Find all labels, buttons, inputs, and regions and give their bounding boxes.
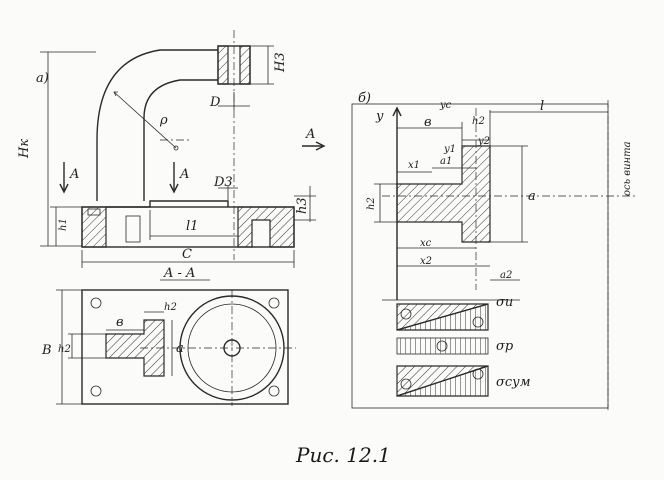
- label-a2: a2: [500, 270, 512, 281]
- label-y1: y1: [443, 144, 456, 155]
- label-b-b: в: [424, 115, 432, 130]
- label-yc: yc: [439, 100, 452, 111]
- section-title: A - A: [163, 266, 195, 281]
- label-b-section: в: [116, 315, 124, 330]
- clamp-front-view: [40, 30, 326, 268]
- label-x2: x2: [420, 256, 432, 267]
- section-a-a-view: [56, 279, 296, 406]
- figure-caption: Рис. 12.1: [295, 443, 391, 467]
- label-h2-left: h2: [58, 344, 71, 355]
- label-l: l: [540, 99, 544, 114]
- label-h1: h1: [58, 218, 69, 231]
- label-axis: ось винта: [622, 141, 633, 196]
- label-panel-a: a): [36, 71, 49, 86]
- label-h2-section: h2: [164, 302, 177, 313]
- label-Hk: Hк: [17, 139, 32, 159]
- label-y2: y2: [477, 136, 490, 147]
- label-l1: l1: [186, 219, 198, 234]
- label-A-right: A: [305, 127, 315, 142]
- label-D: D: [209, 95, 221, 110]
- t-section-stress-panel: [351, 100, 636, 410]
- label-h2-b: h2: [472, 116, 485, 127]
- label-sigma-p: σр: [496, 339, 514, 354]
- label-panel-b: б): [358, 91, 371, 106]
- label-y: y: [375, 109, 384, 124]
- label-x1: x1: [408, 160, 420, 171]
- label-a-b: a: [528, 189, 536, 204]
- label-D3: D3: [213, 175, 233, 190]
- label-a-section: a: [176, 341, 184, 356]
- label-h2-vert: h2: [366, 197, 377, 210]
- label-C: C: [182, 247, 192, 262]
- label-sigma-i: σи: [496, 295, 513, 310]
- label-A-left: A: [69, 167, 79, 182]
- label-H3: H3: [273, 52, 288, 73]
- label-rho: ρ: [159, 113, 168, 128]
- label-h3: h3: [295, 197, 310, 214]
- label-A-mid: A: [179, 167, 189, 182]
- label-B: B: [41, 343, 52, 358]
- label-xc: xc: [420, 238, 432, 249]
- label-sigma-sum: σсум: [496, 375, 530, 390]
- label-a1: a1: [440, 156, 452, 167]
